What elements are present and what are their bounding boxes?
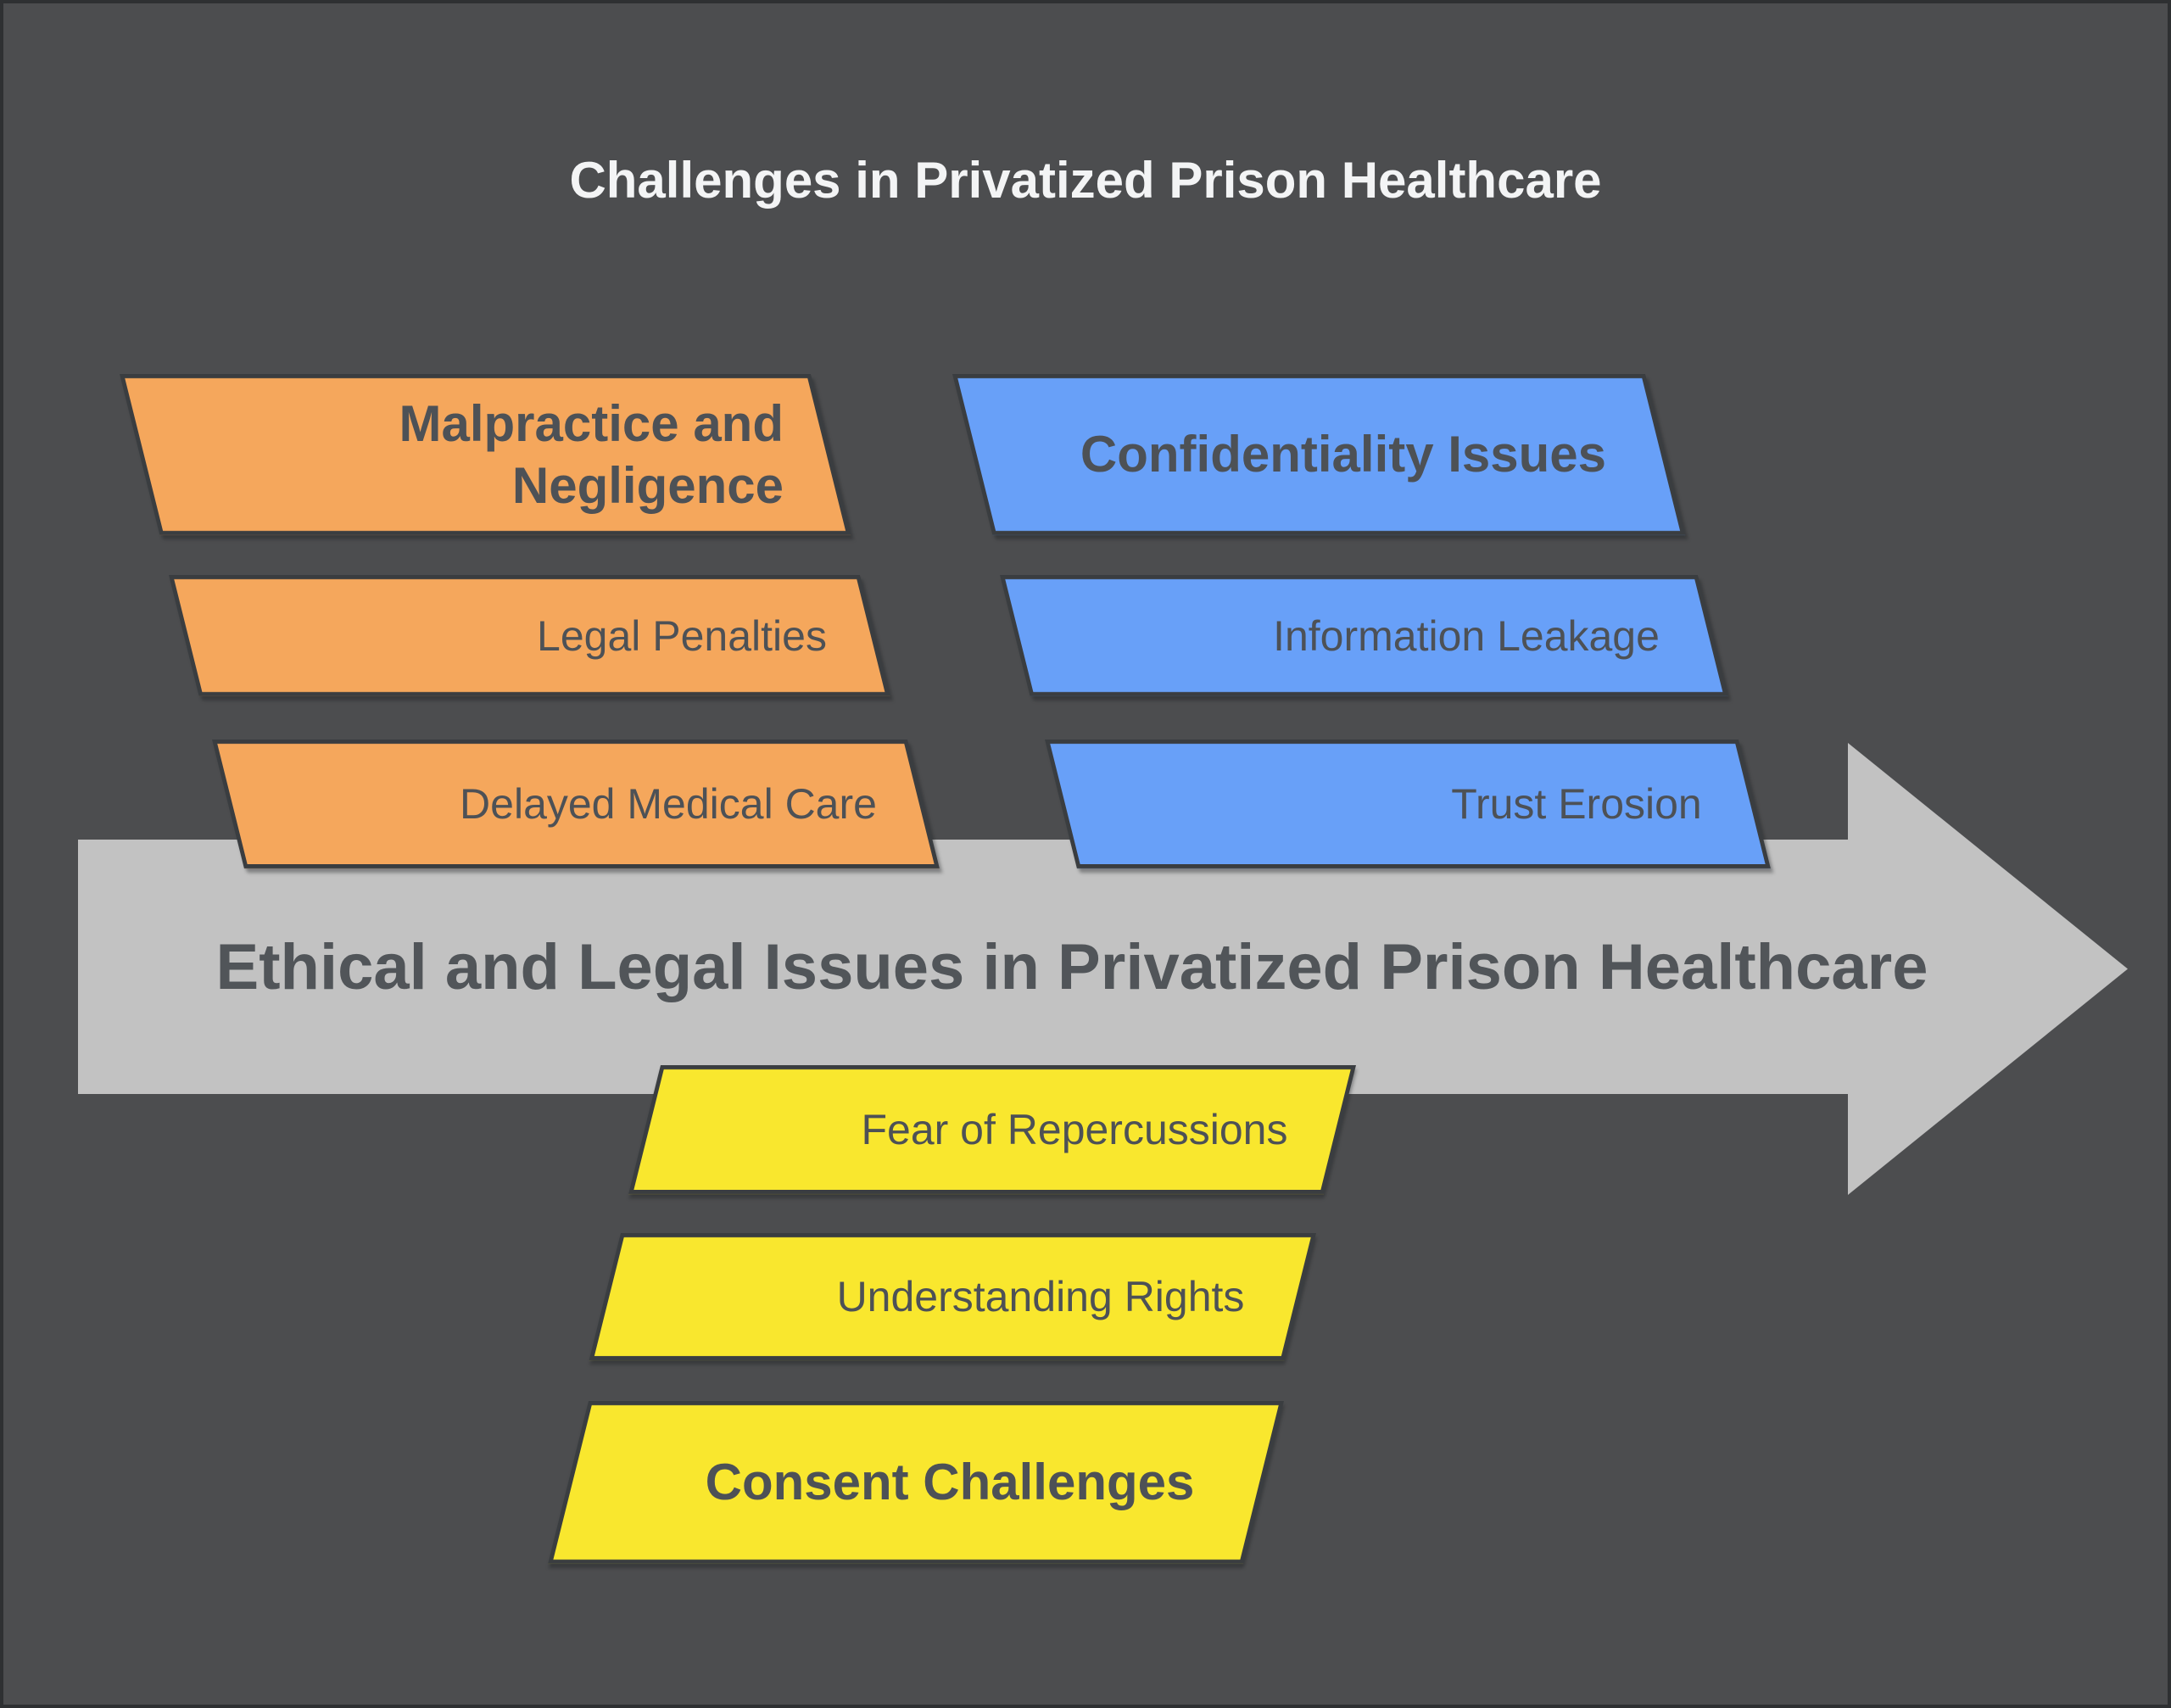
trust-erosion-label: Trust Erosion (1451, 780, 1702, 828)
delayed-medical-care-label: Delayed Medical Care (460, 780, 877, 828)
understanding-rights-label: Understanding Rights (836, 1273, 1245, 1320)
consent-header-label: Consent Challenges (705, 1454, 1195, 1511)
malpractice-header-label: Malpractice and Negligence (399, 394, 784, 514)
information-leakage-label: Information Leakage (1273, 611, 1660, 660)
legal-penalties-label: Legal Penalties (537, 611, 827, 660)
arrow-label: Ethical and Legal Issues in Privatized P… (215, 930, 1928, 1003)
fear-of-repercussions-label: Fear of Repercussions (861, 1106, 1288, 1153)
confidentiality-header-label: Confidentiality Issues (1080, 426, 1607, 483)
arrow-body (78, 840, 1848, 1094)
page-title: Challenges in Privatized Prison Healthca… (569, 151, 1602, 209)
